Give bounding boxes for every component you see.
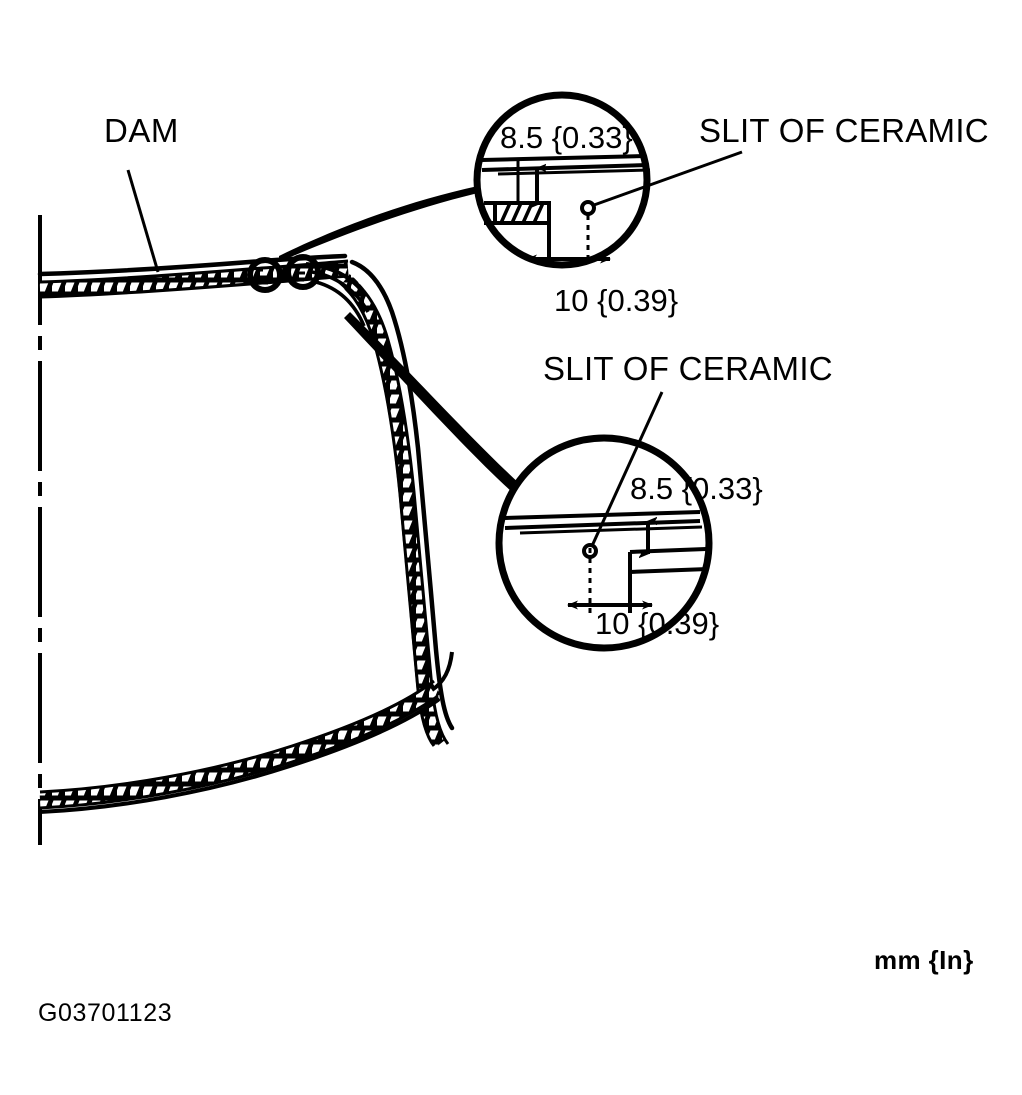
dimension-vertical-lower: 8.5 {0.33} — [630, 471, 763, 506]
glass-line-upper-2 — [481, 163, 649, 172]
slit-of-ceramic-label-upper: SLIT OF CERAMIC — [699, 112, 989, 149]
detail-circle-lower — [495, 434, 713, 652]
dam-band-bottom-upper-rule — [39, 679, 435, 794]
corner-blend-bottom-right — [430, 651, 454, 692]
glass-bottom-edge — [38, 698, 440, 814]
figure-id: G03701123 — [38, 999, 173, 1027]
glass-right-outer-edge — [349, 259, 455, 731]
leader-line-detail-1 — [279, 186, 478, 262]
ceramic-block-upper — [484, 201, 551, 225]
callout-marker-1-glyph — [258, 268, 268, 285]
ceramic-block-lower — [628, 547, 709, 574]
glass-line-upper-1 — [481, 154, 647, 162]
slit-marker-lower — [582, 543, 598, 559]
corner-strand-a — [305, 262, 368, 298]
callout-markers — [247, 254, 321, 293]
glass-line-upper-3 — [497, 168, 651, 176]
corner-strand-c — [315, 280, 366, 327]
dam-label-leader — [126, 169, 160, 273]
callout-marker-1[interactable] — [247, 257, 283, 293]
callout-marker-2-glyph — [296, 264, 305, 282]
dam-band-bottom-lower-rule — [39, 694, 439, 810]
callout-marker-2[interactable] — [285, 254, 321, 290]
leader-line-detail-2 — [344, 312, 520, 492]
dam-label: DAM — [104, 112, 179, 149]
slit-marker-upper — [580, 200, 596, 216]
slit-leader-lower — [590, 391, 664, 547]
glass-line-lower-1 — [504, 510, 701, 520]
detail-view-upper — [473, 91, 743, 269]
detail-circle-upper — [473, 91, 651, 269]
dimension-horizontal-lower: 10 {0.39} — [595, 606, 720, 641]
detail-view-lower — [495, 391, 713, 652]
units-note: mm {In} — [874, 945, 974, 975]
slit-of-ceramic-label-lower: SLIT OF CERAMIC — [543, 350, 833, 387]
glass-top-edge — [37, 253, 348, 277]
dimension-vertical-upper: 8.5 {0.33} — [500, 120, 633, 155]
detail-leader-lines — [279, 186, 520, 492]
dam-band-bottom — [39, 681, 441, 808]
windshield-glass-outline — [37, 215, 455, 845]
dam-leader-line — [126, 169, 160, 273]
glass-line-lower-3 — [519, 525, 703, 535]
dimension-horizontal-upper: 10 {0.39} — [554, 283, 679, 318]
slit-leader-upper — [593, 150, 743, 207]
